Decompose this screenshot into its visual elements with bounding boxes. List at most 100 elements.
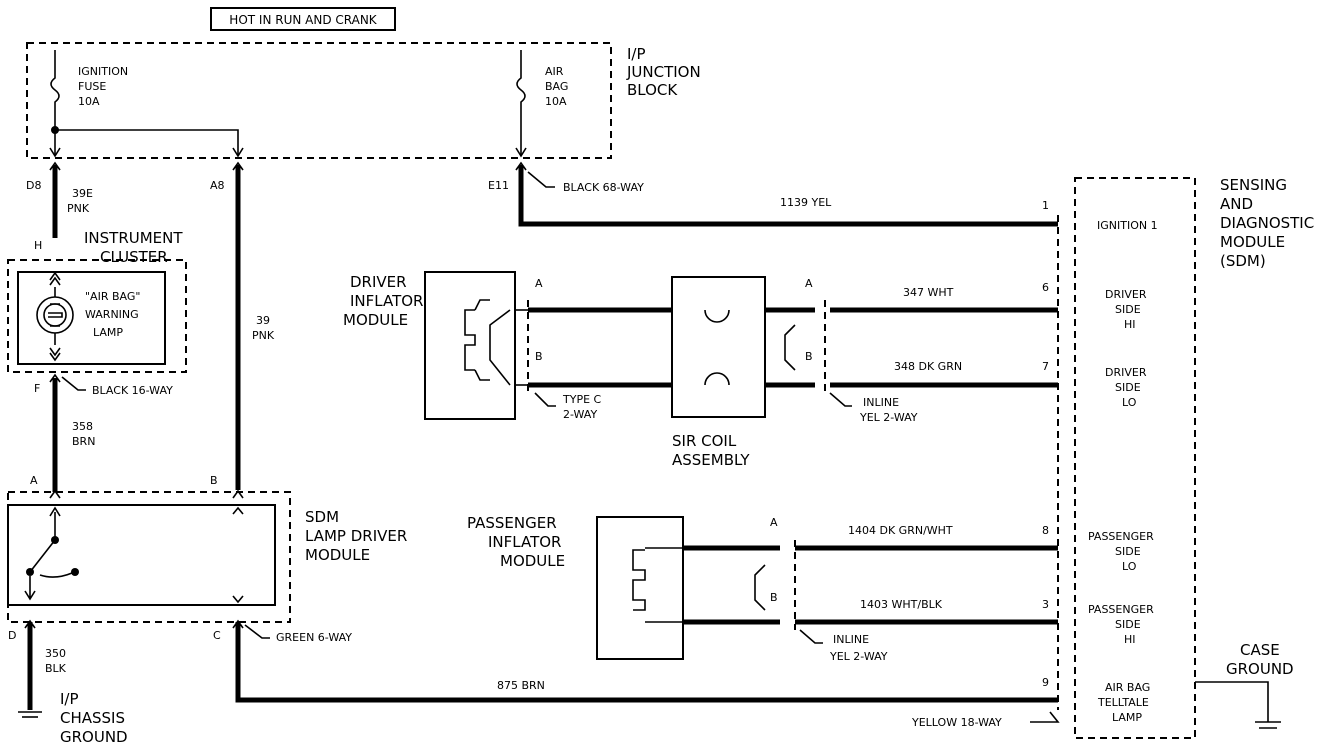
sdm-pin-6: 6 [1042,281,1049,294]
chassis-ground-icon [18,711,42,718]
junction-title-1: I/P [627,45,646,63]
sensing-diagnostic-module: IGNITION 1 DRIVER SIDE HI DRIVER SIDE LO… [1074,177,1196,739]
wire-39e-num: 39E [72,187,93,200]
coil-pin-b: B [805,350,813,363]
sdm-pass-lo-3: LO [1122,560,1137,573]
sdm-driver-hi-1: DRIVER [1105,288,1147,301]
pass-connector-1: INLINE [833,633,869,646]
cluster-connector-label: BLACK 16-WAY [92,384,173,397]
driver-inflator-title-3: MODULE [343,311,408,329]
sdm-driver-hi-3: HI [1124,318,1136,331]
fuse1-line1: IGNITION [78,65,128,78]
fuse1-line2: FUSE [78,80,106,93]
sdm-driver-hi-2: SIDE [1115,303,1141,316]
wire-39-num: 39 [256,314,270,327]
sdm-telltale-1: AIR BAG [1105,681,1150,694]
coil-connector-1: INLINE [863,396,899,409]
lamp-driver-connector-label: GREEN 6-WAY [276,631,352,644]
fuse2-line1: AIR [545,65,564,78]
pass-pin-b: B [770,591,778,604]
passenger-inflator-module: PASSENGER INFLATOR MODULE A B INLINE YEL… [467,514,888,663]
driver-pin-a: A [535,277,543,290]
coil-icon-upper [704,309,730,323]
cluster-title-2: CLUSTER [100,248,168,266]
sdm-title-1: SENSING [1220,176,1287,194]
chassis-ground-3: GROUND [60,728,128,746]
wire-39-color: PNK [252,329,275,342]
pin-h: H [34,239,42,252]
driver-connector-1: TYPE C [562,393,602,406]
fuse1-line3: 10A [78,95,100,108]
sdm-connector-label: YELLOW 18-WAY [911,716,1002,729]
lamp-label-3: LAMP [93,326,123,339]
lamp-label-2: WARNING [85,308,139,321]
pin-c-driver: C [213,629,221,642]
pin-d8: D8 [26,179,41,192]
sir-coil-title-2: ASSEMBLY [672,451,750,469]
fuse2-line2: BAG [545,80,568,93]
sdm-pin-1: 1 [1042,199,1049,212]
wire-350-num: 350 [45,647,66,660]
junction-connector-label: BLACK 68-WAY [563,181,644,194]
chassis-ground-2: CHASSIS [60,709,125,727]
pin-a8: A8 [210,179,225,192]
pass-inflator-title-1: PASSENGER [467,514,557,532]
sdm-title-3: DIAGNOSTIC [1220,214,1314,232]
lamp-driver-title-3: MODULE [305,546,370,564]
sdm-title-2: AND [1220,195,1253,213]
lamp-driver-title-2: LAMP DRIVER [305,527,407,545]
pin-d-driver: D [8,629,16,642]
pin-e11: E11 [488,179,509,192]
sdm-pass-hi-3: HI [1124,633,1136,646]
sdm-pin-8: 8 [1042,524,1049,537]
sdm-title-5: (SDM) [1220,252,1266,270]
hot-in-run-crank-box: HOT IN RUN AND CRANK [210,7,396,31]
wire-1403-label: 1403 WHT/BLK [860,598,943,611]
sdm-pin-9: 9 [1042,676,1049,689]
coil-icon-lower [704,372,730,386]
sir-coil-assembly: SIR COIL ASSEMBLY A B INLINE YEL 2-WAY [671,276,918,469]
sdm-ignition: IGNITION 1 [1097,219,1158,232]
wire-350-color: BLK [45,662,67,675]
wire-875-label: 875 BRN [497,679,545,692]
lamp-driver-title-1: SDM [305,508,339,526]
sdm-pass-hi-1: PASSENGER [1088,603,1154,616]
sdm-driver-lo-3: LO [1122,396,1137,409]
junction-title-3: BLOCK [627,81,678,99]
driver-inflator-module: DRIVER INFLATOR MODULE A B TYPE C 2-WAY [343,271,672,421]
sdm-pin-3: 3 [1042,598,1049,611]
wire-39e-color: PNK [67,202,90,215]
sdm-pass-lo-2: SIDE [1115,545,1141,558]
sir-coil-title-1: SIR COIL [672,432,737,450]
junction-title-2: JUNCTION [626,63,701,81]
fuse2-line3: 10A [545,95,567,108]
pass-inflator-title-3: MODULE [500,552,565,570]
wire-1139-label: 1139 YEL [780,196,832,209]
sdm-driver-lo-2: SIDE [1115,381,1141,394]
wire-358-color: BRN [72,435,95,448]
ip-junction-block: I/P JUNCTION BLOCK IGNITION FUSE 10A AIR… [26,42,701,159]
case-ground-2: GROUND [1226,660,1294,678]
sdm-pass-lo-1: PASSENGER [1088,530,1154,543]
sdm-pin-7: 7 [1042,360,1049,373]
case-ground-1: CASE [1240,641,1280,659]
sdm-pass-hi-2: SIDE [1115,618,1141,631]
pass-pin-a: A [770,516,778,529]
air-bag-fuse-icon [516,50,526,155]
coil-pin-a: A [805,277,813,290]
pin-a-driver: A [30,474,38,487]
cluster-title-1: INSTRUMENT [84,229,183,247]
driver-inflator-title-1: DRIVER [350,273,407,291]
warning-lamp-icon [36,296,74,334]
sdm-telltale-3: LAMP [1112,711,1142,724]
driver-inflator-title-2: INFLATOR [350,292,423,310]
chassis-ground-1: I/P [60,690,79,708]
case-ground-icon [1255,721,1281,729]
pass-connector-2: YEL 2-WAY [829,650,888,663]
pin-b-driver: B [210,474,218,487]
sdm-lamp-driver-module: A B SDM LAMP DRIVER MODULE D C GREEN 6-W… [7,474,407,644]
sdm-telltale-2: TELLTALE [1097,696,1149,709]
wire-1404-label: 1404 DK GRN/WHT [848,524,953,537]
wire-348-label: 348 DK GRN [894,360,962,373]
